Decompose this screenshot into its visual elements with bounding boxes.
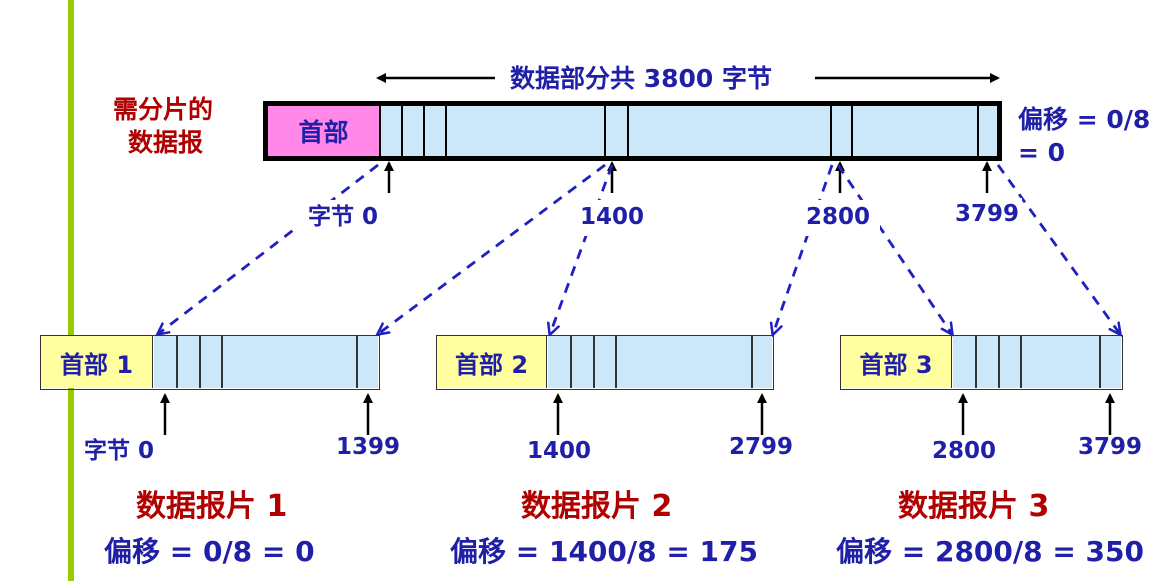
fragment-1-data [154, 336, 378, 388]
fragment-3-header-label: 首部 3 [859, 350, 933, 379]
byte-label-1400: 1400 [580, 204, 645, 230]
fragment-2: 首部 2 [436, 335, 774, 390]
byte-label-2800: 2800 [806, 204, 871, 230]
fragment-2-header-label: 首部 2 [454, 350, 529, 379]
original-label-line1: 需分片的 [113, 95, 214, 124]
original-header: 首部 [268, 106, 379, 156]
total-length-label: 数据部分共 3800 字节 [510, 64, 772, 93]
fragment-1-header-label: 首部 1 [59, 350, 134, 379]
fragment-1-header: 首部 1 [41, 336, 153, 388]
fragment-1-end-label: 1399 [336, 434, 401, 460]
fragment-3-end-label: 3799 [1078, 434, 1143, 460]
fragment-3-offset: 偏移 = 2800/8 = 350 [836, 535, 1145, 568]
fragment-1-title: 数据报片 1 [136, 489, 288, 524]
fragment-2-title: 数据报片 2 [521, 489, 673, 524]
left-accent-bar [68, 0, 74, 581]
original-datagram: 首部 [263, 101, 1002, 161]
byte-label-0: 字节 0 [308, 204, 379, 230]
map-frag3-end [996, 164, 1120, 334]
fragment-1-start-label: 字节 0 [84, 438, 155, 464]
fragment-3-start-label: 2800 [932, 438, 997, 464]
fragment-2-end-label: 2799 [729, 434, 794, 460]
fragment-3: 首部 3 [840, 335, 1123, 390]
original-header-label: 首部 [298, 118, 349, 147]
map-frag1-end [378, 163, 606, 334]
fragment-1: 首部 1 [40, 335, 380, 390]
original-data-area [379, 106, 997, 156]
map-frag2-end [773, 164, 834, 334]
fragment-2-start-label: 1400 [527, 438, 592, 464]
original-offset-line2: = 0 [1018, 138, 1066, 167]
original-offset-line1: 偏移 = 0/8 [1018, 105, 1151, 134]
fragment-2-data [548, 336, 772, 388]
byte-label-3799: 3799 [955, 201, 1020, 227]
map-frag1-start [158, 163, 379, 334]
map-frag3-start [836, 164, 952, 334]
map-frag2-start [550, 164, 614, 334]
fragment-3-title: 数据报片 3 [898, 489, 1050, 524]
fragment-3-data [953, 336, 1121, 388]
fragment-2-header: 首部 2 [437, 336, 547, 388]
original-label-line2: 数据报 [128, 128, 204, 157]
fragment-1-offset: 偏移 = 0/8 = 0 [104, 535, 315, 568]
fragment-2-offset: 偏移 = 1400/8 = 175 [450, 535, 759, 568]
fragment-3-header: 首部 3 [841, 336, 952, 388]
